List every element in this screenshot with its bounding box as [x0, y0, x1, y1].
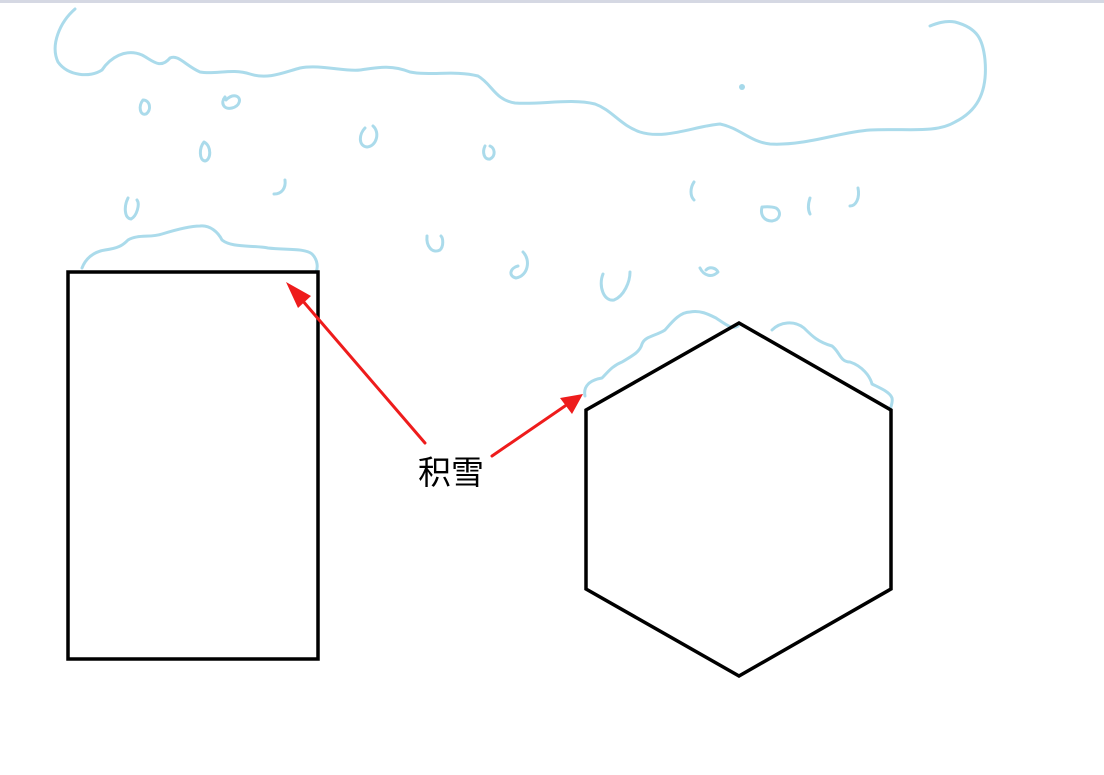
- snowflake: [123, 196, 140, 221]
- snowflake: [425, 234, 445, 253]
- arrow-to-rectangle: [286, 282, 427, 445]
- snowflake: [698, 266, 720, 277]
- hexagon-shape: [584, 320, 893, 679]
- snow-dot: [739, 84, 745, 90]
- snowflake: [509, 250, 529, 280]
- snow-on-hexagon: [583, 310, 894, 412]
- rectangle-shape: [66, 270, 320, 661]
- snowflake: [482, 144, 496, 161]
- snow-cloud-outline: [53, 7, 987, 146]
- snowflake: [198, 140, 212, 163]
- falling-snow: [123, 94, 860, 302]
- snowflake: [807, 196, 812, 216]
- snowflake: [272, 178, 287, 196]
- window-top-border: [0, 0, 1104, 3]
- snowflake: [358, 124, 379, 149]
- snowflake: [760, 205, 781, 223]
- arrow-to-hexagon: [490, 394, 583, 458]
- snowflake: [138, 98, 152, 116]
- snow-accumulation-label: 积雪: [418, 453, 484, 492]
- snowflake: [221, 94, 241, 110]
- snow-on-rectangle: [80, 224, 319, 274]
- snowflake: [599, 270, 632, 302]
- snowflake: [689, 180, 696, 202]
- snowflake: [848, 186, 860, 208]
